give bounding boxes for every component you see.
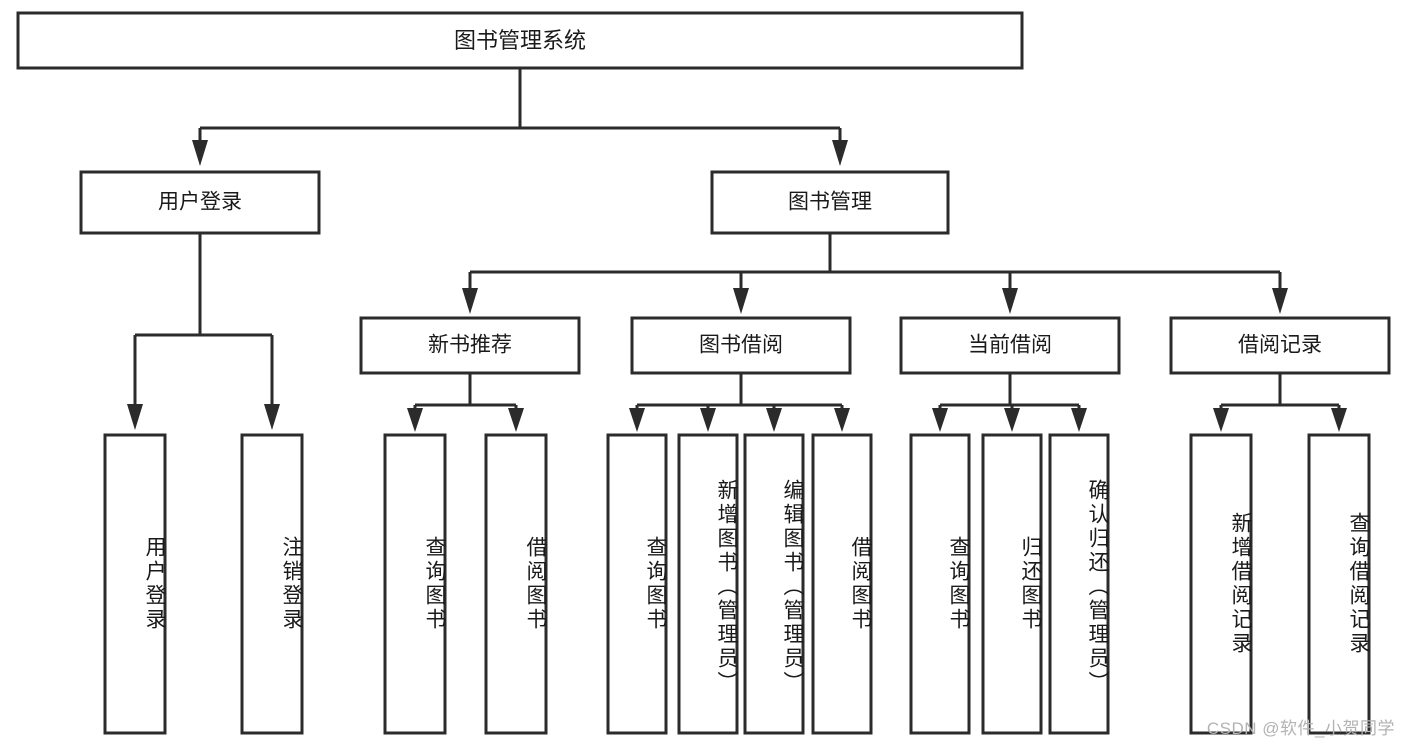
leaf-box-confirm-return-admin[interactable] [1048,433,1110,735]
leaf-box-query-borrow-record[interactable] [1307,433,1371,735]
node-book-borrow[interactable]: 图书借阅 [630,316,852,375]
node-new-book-recommend-box[interactable] [359,316,581,375]
leaf-box-query-book-borrow[interactable] [606,433,668,735]
connector-user-login-to-leaves [127,233,280,430]
leaf-boxes [103,433,1371,735]
node-book-management-box[interactable] [710,170,950,235]
watermark-text: CSDN @软件_小贺同学 [1206,719,1395,738]
node-new-book-recommend-label: 新书推荐 [428,334,512,357]
node-new-book-recommend[interactable]: 新书推荐 [359,316,581,375]
node-root-box[interactable] [16,11,1024,70]
connector-book-borrow-to-leaves [629,373,850,432]
leaf-box-return-book[interactable] [981,433,1043,735]
node-current-borrow[interactable]: 当前借阅 [899,316,1121,375]
leaf-box-query-book-rec[interactable] [383,433,447,735]
leaf-box-logout[interactable] [240,433,304,735]
node-user-login[interactable]: 用户登录 [79,170,321,235]
node-borrow-record[interactable]: 借阅记录 [1169,316,1391,375]
leaf-box-user-login[interactable] [103,433,167,735]
node-borrow-record-label: 借阅记录 [1238,334,1322,357]
node-borrow-record-box[interactable] [1169,316,1391,375]
node-book-management-label: 图书管理 [788,191,872,214]
connector-current-borrow-to-leaves [932,373,1087,432]
leaf-box-add-borrow-record[interactable] [1189,433,1253,735]
connector-book-management-to-level3 [462,233,1288,314]
leaf-box-edit-book-admin[interactable] [743,433,805,735]
node-book-borrow-box[interactable] [630,316,852,375]
leaf-box-borrow-book[interactable] [811,433,873,735]
connector-borrow-record-to-leaves [1213,373,1347,432]
node-current-borrow-box[interactable] [899,316,1121,375]
node-user-login-box[interactable] [79,170,321,235]
node-book-borrow-label: 图书借阅 [699,334,783,357]
node-user-login-label: 用户登录 [158,191,242,214]
connector-root-to-level2 [192,68,848,166]
leaf-box-borrow-book-rec[interactable] [484,433,548,735]
node-root[interactable]: 图书管理系统 [16,11,1024,70]
leaf-box-query-book-current[interactable] [909,433,971,735]
connector-new-book-recommend-to-leaves [407,373,524,432]
node-book-management[interactable]: 图书管理 [710,170,950,235]
node-root-label: 图书管理系统 [454,28,586,53]
node-current-borrow-label: 当前借阅 [968,334,1052,357]
leaf-box-add-book-admin[interactable] [677,433,739,735]
